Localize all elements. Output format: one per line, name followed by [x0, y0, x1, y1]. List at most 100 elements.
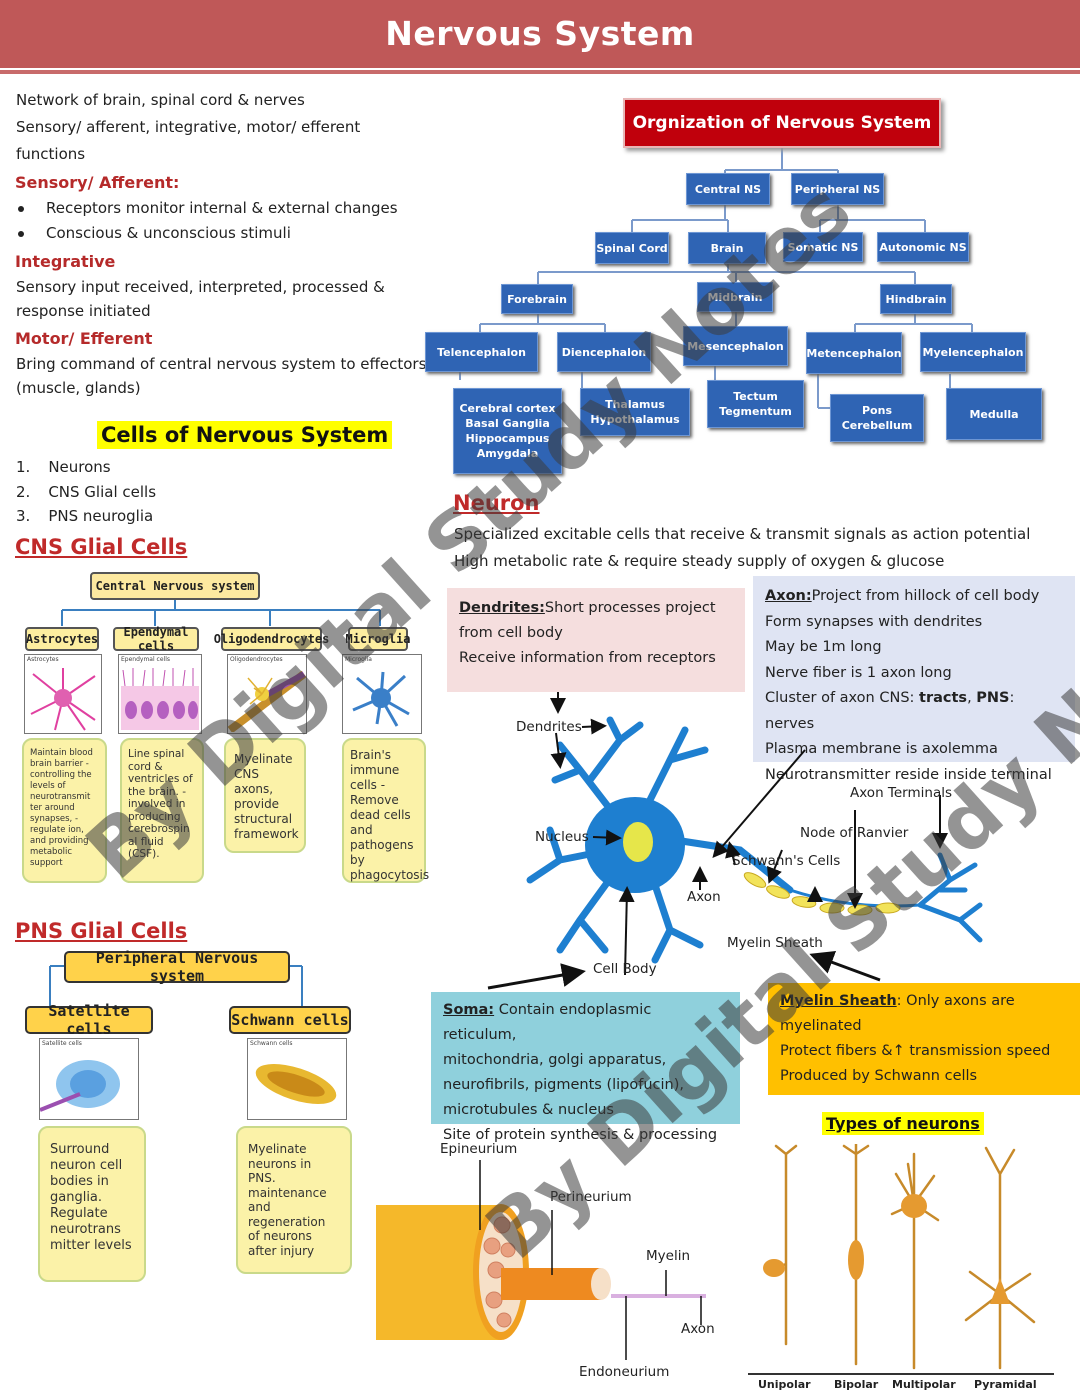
- astrocyte-icon: [30, 668, 96, 731]
- myelin-line: Produced by Schwann cells: [780, 1068, 978, 1084]
- cells-item-2: 2.CNS Glial cells: [16, 483, 156, 502]
- org-chart-lines: [459, 148, 973, 409]
- label-bipolar: Bipolar: [834, 1378, 879, 1391]
- soma-line: mitochondria, golgi apparatus,: [443, 1052, 667, 1068]
- types-baseline: [748, 1373, 1054, 1375]
- cells-heading: Cells of Nervous System: [97, 421, 393, 449]
- dendrites-title-line: Dendrites:Short processes project: [459, 596, 733, 621]
- soma-title: Soma:: [443, 1002, 495, 1018]
- org-mesencephalon: Mesencephalon: [683, 326, 788, 366]
- cluster-text: : nerves: [765, 690, 1015, 732]
- intro-line-2: Sensory/ afferent, integrative, motor/ e…: [16, 118, 361, 136]
- neuron-types-diagram: [763, 1144, 1036, 1370]
- label-dendrites: Dendrites: [516, 719, 582, 735]
- org-part: Hypothalamus: [590, 413, 680, 426]
- soma-panel: Soma: Contain endoplasmic reticulum, mit…: [431, 992, 740, 1143]
- myelin-title: Myelin Sheath: [780, 993, 897, 1009]
- oligodendrocyte-desc: Myelinate CNS axons, provide structural …: [224, 738, 306, 853]
- bullet-dot-icon: [18, 205, 24, 212]
- myelin-title-line: Myelin Sheath: Only axons are: [780, 989, 1068, 1014]
- org-brain: Brain: [688, 232, 766, 264]
- microglia-image: Microglia: [342, 654, 422, 734]
- microglia-icon: [352, 671, 410, 727]
- image-caption: Ependymal cells: [121, 656, 170, 663]
- neuron-line-2: High metabolic rate & require steady sup…: [454, 552, 945, 570]
- image-caption: Oligodendrocytes: [230, 656, 283, 663]
- pns-heading: PNS Glial Cells: [15, 919, 188, 943]
- schwann-image: Schwann cells: [247, 1038, 347, 1120]
- ependymal-icon: [121, 668, 199, 730]
- soma-line: neurofibrils, pigments (lipofucin),: [443, 1077, 685, 1093]
- org-part: Cerebral cortex: [459, 402, 556, 415]
- cluster-pns: PNS: [976, 690, 1010, 706]
- org-telencephalon: Telencephalon: [425, 332, 538, 372]
- cells-item-1: 1.Neurons: [16, 458, 111, 477]
- page-title: Nervous System: [0, 0, 1080, 68]
- astrocyte-image: Astrocytes: [24, 654, 102, 734]
- axon-panel: Axon:Project from hillock of cell body F…: [753, 576, 1075, 783]
- cluster-sep: ,: [967, 690, 977, 706]
- org-somatic-ns: Somatic NS: [783, 232, 863, 262]
- pns-root-box: Peripheral Nervous system: [64, 949, 290, 985]
- org-tel-parts: Cerebral cortex Basal Ganglia Hippocampu…: [453, 388, 562, 474]
- astrocyte-desc: Maintain blood brain barrier -controllin…: [22, 738, 107, 883]
- axon-line: Neurotransmitter reside inside terminal: [765, 766, 1052, 783]
- soma-title-line: Soma: Contain endoplasmic reticulum,: [443, 998, 728, 1048]
- neuron-diagram: [526, 692, 983, 976]
- org-autonomic-ns: Autonomic NS: [877, 232, 969, 262]
- dendrites-text: Short processes project: [544, 600, 716, 616]
- org-myel-parts: Medulla: [946, 388, 1042, 440]
- label-pyramidal: Pyramidal: [974, 1378, 1037, 1391]
- ependymal-image: Ependymal cells: [118, 654, 202, 734]
- cells-heading-text: Cells of Nervous System: [97, 421, 393, 449]
- dendrites-title: Dendrites:: [459, 600, 545, 616]
- title-divider: [0, 70, 1080, 74]
- image-caption: Satellite cells: [42, 1040, 82, 1047]
- dendrites-panel: Dendrites:Short processes project from c…: [447, 588, 745, 692]
- label-multipolar: Multipolar: [892, 1378, 956, 1391]
- oligodendrocyte-image: Oligodendrocytes: [227, 654, 307, 734]
- myelin-text: : Only axons are: [896, 993, 1015, 1009]
- panel-arrows: [487, 950, 881, 990]
- label-axon-terminals: Axon Terminals: [850, 785, 953, 801]
- cells-item-3: 3. PNS neuroglia: [16, 507, 153, 526]
- satellite-cell-icon: [39, 1060, 120, 1112]
- org-diencephalon: Diencephalon: [557, 332, 651, 372]
- axon-line: Form synapses with dendrites: [765, 613, 983, 630]
- soma-line: Site of protein synthesis & processing: [443, 1127, 718, 1143]
- org-mes-parts: Tectum Tegmentum: [707, 380, 804, 428]
- dendrites-line-2: from cell body: [459, 625, 563, 641]
- label-nucleus: Nucleus: [535, 829, 589, 845]
- motor-line-1: Bring command of central nervous system …: [16, 355, 427, 373]
- label-epineurium: Epineurium: [440, 1141, 518, 1157]
- soma-line: microtubules & nucleus: [443, 1102, 614, 1118]
- sensory-bullet-2: Conscious & unconscious stimuli: [18, 224, 291, 243]
- cns-type-microglia: Microglia: [345, 627, 411, 651]
- schwann-desc: Myelinate neurons in PNS. maintenance an…: [236, 1126, 352, 1274]
- list-number: 3.: [16, 507, 31, 525]
- motor-heading: Motor/ Efferent: [15, 329, 153, 348]
- image-caption: Microglia: [345, 656, 372, 663]
- bullet-text: Conscious & unconscious stimuli: [46, 224, 291, 242]
- cluster-tracts: tracts: [919, 690, 968, 706]
- bullet-dot-icon: [18, 230, 24, 237]
- satellite-desc: Surround neuron cell bodies in ganglia. …: [38, 1126, 146, 1282]
- list-number: 2.: [16, 483, 31, 501]
- list-item: PNS neuroglia: [48, 507, 154, 525]
- label-cell-body: Cell Body: [593, 961, 657, 977]
- image-caption: Schwann cells: [250, 1040, 293, 1047]
- label-schwann: Schwann's Cells: [732, 853, 841, 869]
- org-central-ns: Central NS: [686, 173, 770, 205]
- ependymal-desc: Line spinal cord & ventricles of the bra…: [120, 738, 204, 883]
- label-unipolar: Unipolar: [758, 1378, 811, 1391]
- intro-line-3: functions: [16, 145, 86, 163]
- org-part: Thalamus: [605, 398, 665, 411]
- motor-line-2: (muscle, glands): [16, 379, 141, 397]
- nerve-diagram: [376, 1160, 706, 1360]
- oligodendrocyte-icon: [227, 670, 307, 734]
- image-caption: Astrocytes: [27, 656, 59, 663]
- integrative-line-1: Sensory input received, interpreted, pro…: [16, 278, 385, 296]
- label-node-ranvier: Node of Ranvier: [800, 825, 909, 841]
- cluster-text: Cluster of axon CNS:: [765, 690, 920, 706]
- org-metencephalon: Metencephalon: [806, 332, 902, 374]
